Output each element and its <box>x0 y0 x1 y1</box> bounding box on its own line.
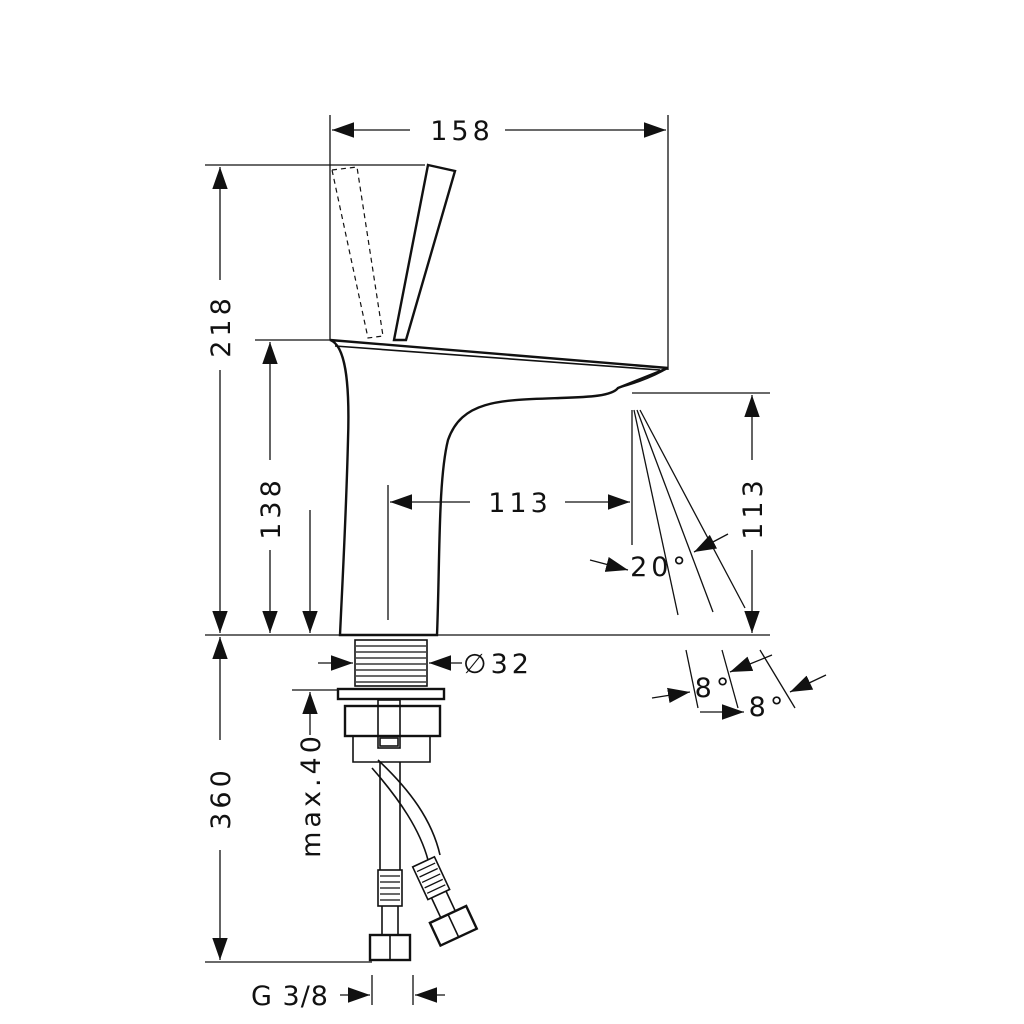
dimension-label-113-reach: 113 <box>488 488 552 519</box>
dimension-218: 218 <box>205 164 425 633</box>
spray-angle-left-label: 8° <box>695 673 734 704</box>
lever-open-position <box>331 166 384 339</box>
spray-angle-right-label: 8° <box>749 692 788 723</box>
dimension-label-218: 218 <box>206 294 237 358</box>
dimension-max-40: max.40 <box>292 510 338 858</box>
dimension-label-158: 158 <box>430 116 494 147</box>
threaded-shank <box>336 639 446 763</box>
faucet-body <box>329 338 669 637</box>
dimension-label-max-40: max.40 <box>296 732 327 858</box>
dimension-label-360: 360 <box>206 766 237 830</box>
dimension-138: 138 <box>255 339 330 633</box>
dimension-label-113-clearance: 113 <box>738 476 769 540</box>
dimension-113-clearance: 113 <box>632 392 770 633</box>
dimension-158: 158 <box>329 115 669 370</box>
dimension-label-138: 138 <box>256 476 287 540</box>
lever-handle <box>392 163 457 342</box>
thread-label: G 3/8 <box>251 981 329 1012</box>
dimension-diameter-32: ∅32 <box>318 649 533 680</box>
supply-hoses <box>368 759 479 962</box>
dimension-113-reach: 113 <box>387 410 633 620</box>
dimension-thread: G 3/8 <box>251 975 445 1012</box>
spray-angle-label: 20° <box>630 552 690 583</box>
dimension-360: 360 <box>205 637 372 963</box>
diameter-label: ∅32 <box>463 649 533 680</box>
spray-pattern: 20° 8° 8° <box>589 409 827 723</box>
